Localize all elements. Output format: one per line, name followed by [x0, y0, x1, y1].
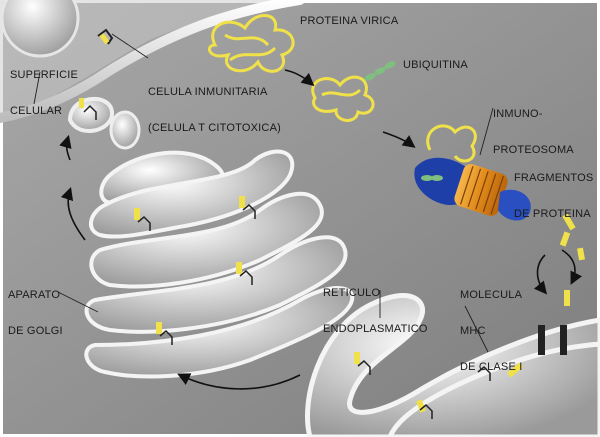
label-molecula-mhc: MOLECULA MHC DE CLASE I: [460, 265, 523, 397]
label-reticulo-line1: RETICULO: [323, 287, 428, 299]
label-reticulo-line2: ENDOPLASMATICO: [323, 323, 428, 335]
label-mhc-line2: MHC: [460, 325, 523, 337]
label-celula-line1: CELULA INMUNITARIA: [148, 86, 281, 98]
label-fragmentos-line2: DE PROTEINA: [514, 208, 593, 220]
label-fragmentos-line1: FRAGMENTOS: [514, 172, 593, 184]
label-celula-inmunitaria: CELULA INMUNITARIA (CELULA T CITOTOXICA): [148, 62, 281, 158]
label-reticulo: RETICULO ENDOPLASMATICO: [323, 263, 428, 359]
label-superficie-line2: CELULAR: [10, 105, 78, 117]
label-golgi-line1: APARATO: [8, 289, 63, 301]
label-superficie-celular: SUPERFICIE CELULAR: [10, 45, 78, 141]
label-superficie-line1: SUPERFICIE: [10, 69, 78, 81]
transport-vesicle: [111, 112, 139, 148]
label-celula-line2: (CELULA T CITOTOXICA): [148, 122, 281, 134]
label-golgi-line2: DE GOLGI: [8, 325, 63, 337]
label-mhc-line1: MOLECULA: [460, 289, 523, 301]
peptide-fragment-icon: [79, 98, 84, 108]
mhc-channel-right: [560, 325, 567, 355]
label-aparato-golgi: APARATO DE GOLGI: [8, 265, 63, 361]
label-fragmentos: FRAGMENTOS DE PROTEINA: [514, 148, 593, 244]
label-mhc-line3: DE CLASE I: [460, 361, 523, 373]
label-inmuno-line1: INMUNO-: [493, 108, 574, 120]
label-ubiquitina: UBIQUITINA: [403, 59, 468, 71]
label-proteina-virica: PROTEINA VIRICA: [300, 15, 398, 27]
mhc-channel-left: [538, 325, 545, 355]
